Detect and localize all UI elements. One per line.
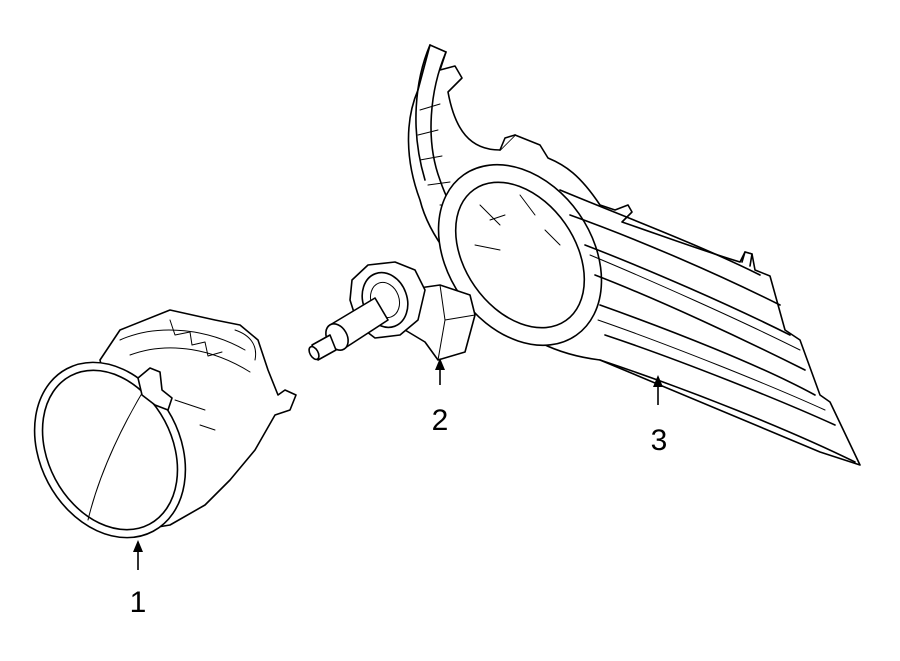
fog-lamp-illustration [33,309,297,539]
callout-3-label: 3 [651,424,668,457]
bezel-grille-illustration [407,44,861,466]
callout-3: 3 [651,375,668,457]
bulb-illustration [308,261,476,361]
callout-2-label: 2 [432,404,449,437]
callout-1: 1 [130,540,147,619]
callout-1-label: 1 [130,586,147,619]
callout-2: 2 [432,358,449,437]
